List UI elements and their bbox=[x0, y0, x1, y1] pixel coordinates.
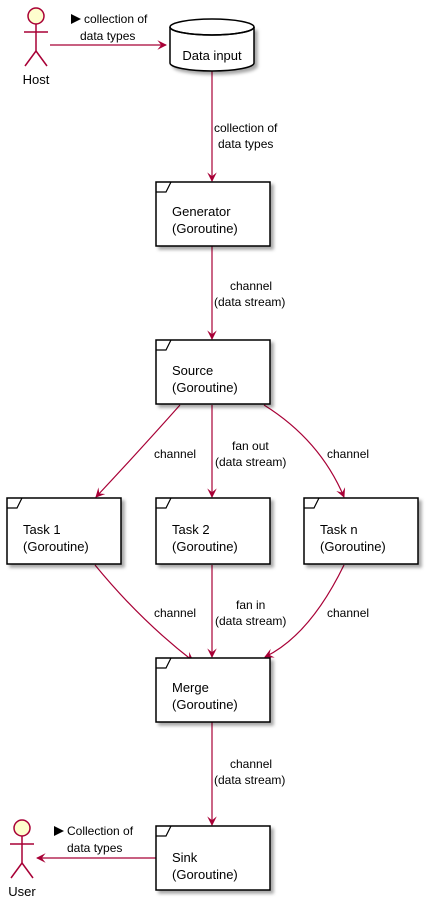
node-taskn-line1: Task n bbox=[320, 522, 358, 537]
edge-label-line1: collection of bbox=[214, 121, 278, 135]
node-merge-line1: Merge bbox=[172, 680, 209, 695]
edge-label-sink-to-user: Collection of data types bbox=[54, 824, 134, 855]
node-task1-line2: (Goroutine) bbox=[23, 539, 89, 554]
node-merge-line2: (Goroutine) bbox=[172, 697, 238, 712]
edge-label-line1: fan in bbox=[236, 598, 265, 612]
edge-label-host-to-input: collection of data types bbox=[71, 12, 148, 43]
actor-host-label: Host bbox=[23, 72, 50, 87]
node-task1-line1: Task 1 bbox=[23, 522, 61, 537]
node-task2: Task 2 (Goroutine) bbox=[155, 497, 271, 565]
edge-label-taskn-to-merge: channel bbox=[327, 606, 369, 620]
node-sink-line2: (Goroutine) bbox=[172, 867, 238, 882]
direction-triangle-icon bbox=[71, 14, 81, 24]
edge-label-line2: (data stream) bbox=[214, 773, 285, 787]
edge-label-line2: (data stream) bbox=[215, 614, 286, 628]
edge-label-line2: data types bbox=[80, 29, 135, 43]
edge-source-to-taskn bbox=[263, 404, 346, 498]
node-sink: Sink (Goroutine) bbox=[155, 825, 271, 891]
edge-label-line2: data types bbox=[67, 841, 122, 855]
node-taskn: Task n (Goroutine) bbox=[303, 497, 419, 565]
edge-task1-to-merge bbox=[94, 564, 194, 662]
node-source-line2: (Goroutine) bbox=[172, 380, 238, 395]
node-task2-line1: Task 2 bbox=[172, 522, 210, 537]
edge-label-generator-to-source: channel (data stream) bbox=[214, 279, 285, 309]
edge-label-line1: fan out bbox=[232, 439, 269, 453]
node-source: Source (Goroutine) bbox=[155, 339, 271, 405]
node-sink-line1: Sink bbox=[172, 850, 198, 865]
node-data-input: Data input bbox=[169, 18, 255, 72]
edge-label-merge-to-sink: channel (data stream) bbox=[214, 757, 285, 787]
direction-triangle-icon bbox=[54, 826, 64, 836]
node-task2-line2: (Goroutine) bbox=[172, 539, 238, 554]
node-taskn-line2: (Goroutine) bbox=[320, 539, 386, 554]
actor-user: User bbox=[8, 819, 36, 899]
edge-label-source-to-task2: fan out (data stream) bbox=[215, 439, 286, 469]
actor-user-label: User bbox=[8, 884, 36, 899]
edge-label-task1-to-merge: channel bbox=[154, 606, 196, 620]
edge-label-line2: (data stream) bbox=[215, 455, 286, 469]
node-source-line1: Source bbox=[172, 363, 213, 378]
node-task1: Task 1 (Goroutine) bbox=[6, 497, 122, 565]
actor-head bbox=[13, 819, 31, 837]
edge-label-input-to-generator: collection of data types bbox=[214, 121, 278, 151]
edge-label-line1: channel bbox=[230, 757, 272, 771]
edge-label-line1: collection of bbox=[84, 12, 148, 26]
edge-label-source-to-task1: channel bbox=[154, 447, 196, 461]
edge-label-line2: data types bbox=[218, 137, 273, 151]
actor-head bbox=[27, 7, 45, 25]
edge-taskn-to-merge bbox=[264, 564, 345, 658]
edge-source-to-task1 bbox=[95, 404, 181, 498]
edge-label-line1: Collection of bbox=[67, 824, 134, 838]
edge-label-line1: channel bbox=[230, 279, 272, 293]
node-generator-line1: Generator bbox=[172, 204, 231, 219]
edge-label-source-to-taskn: channel bbox=[327, 447, 369, 461]
node-generator: Generator (Goroutine) bbox=[155, 181, 271, 247]
actor-host: Host bbox=[23, 7, 50, 87]
node-data-input-label: Data input bbox=[182, 48, 242, 63]
edge-label-task2-to-merge: fan in (data stream) bbox=[215, 598, 286, 628]
node-generator-line2: (Goroutine) bbox=[172, 221, 238, 236]
node-merge: Merge (Goroutine) bbox=[155, 657, 271, 723]
edge-label-line2: (data stream) bbox=[214, 295, 285, 309]
